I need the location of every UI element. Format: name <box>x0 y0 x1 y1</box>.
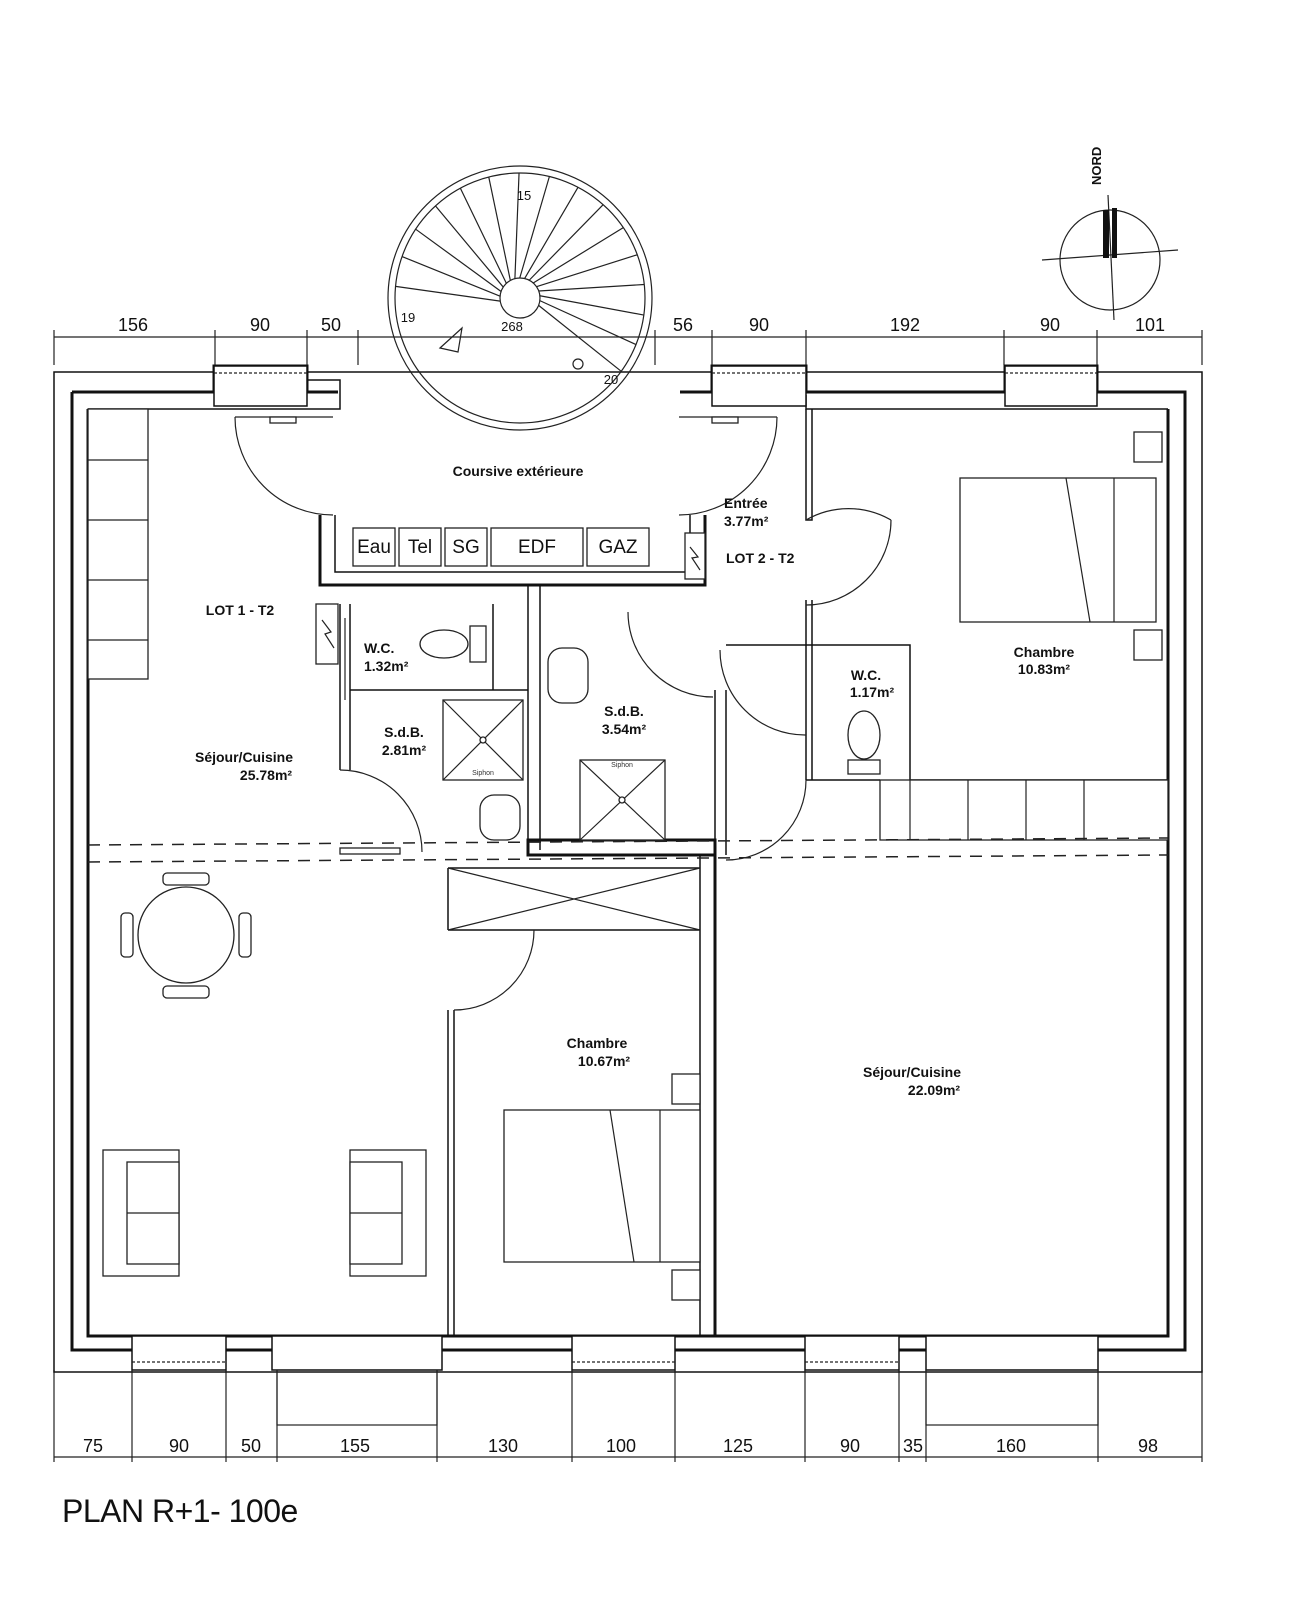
roof-slope-line <box>87 837 1169 863</box>
lot2-label: LOT 2 - T2 <box>726 550 795 566</box>
top-dim-2: 90 <box>250 315 270 335</box>
room-chambre2-area: 10.67m² <box>578 1053 630 1069</box>
interior-walls <box>339 409 1169 1336</box>
network-tel: Tel <box>408 537 432 558</box>
stair-step-line <box>488 176 511 281</box>
top-dim-1: 156 <box>118 315 148 335</box>
bottom-dim-4: 155 <box>340 1436 370 1456</box>
stair-step-line <box>415 228 502 292</box>
bottom-dim-3: 50 <box>241 1436 261 1456</box>
stair-step-label: 20 <box>604 372 618 387</box>
room-sejour1-name: Séjour/Cuisine <box>195 749 293 765</box>
stair-step-label: 15 <box>517 188 531 203</box>
room-wc1-name: W.C. <box>364 640 394 656</box>
top-dim-5: 90 <box>749 315 769 335</box>
network-edf: EDF <box>518 537 556 558</box>
room-coursive-label: Coursive extérieure <box>453 463 584 479</box>
top-dim-3: 50 <box>321 315 341 335</box>
top-dim-8: 101 <box>1135 315 1165 335</box>
coursive-area <box>234 416 778 516</box>
room-sdb2-name: S.d.B. <box>604 703 644 719</box>
stair-step-line <box>538 283 645 292</box>
bottom-dim-8: 90 <box>840 1436 860 1456</box>
room-labels: Coursive extérieure LOT 1 - T2 LOT 2 - T… <box>195 463 1075 1098</box>
stair-step-line <box>401 255 501 297</box>
bottom-dim-5: 130 <box>488 1436 518 1456</box>
room-entree-area: 3.77m² <box>724 513 769 529</box>
spiral-staircase: 15 19 268 20 <box>387 165 653 431</box>
stair-step-line <box>538 304 622 372</box>
lot1-label: LOT 1 - T2 <box>206 602 275 618</box>
bottom-dim-1: 75 <box>83 1436 103 1456</box>
room-wc1-area: 1.32m² <box>364 658 409 674</box>
bottom-dim-6: 100 <box>606 1436 636 1456</box>
utility-cabinet: Eau Tel SG EDF GAZ <box>318 515 707 587</box>
bottom-dim-7: 125 <box>723 1436 753 1456</box>
stair-step-line <box>536 254 638 288</box>
room-chambre2-name: Chambre <box>567 1035 628 1051</box>
stair-step-line <box>539 295 644 316</box>
room-chambre1-name: Chambre <box>1014 644 1075 660</box>
bottom-dim-11: 98 <box>1138 1436 1158 1456</box>
top-dim-7: 90 <box>1040 315 1060 335</box>
room-entree-name: Entrée <box>724 495 768 511</box>
stair-step-line <box>435 205 504 288</box>
network-gaz: GAZ <box>598 537 637 558</box>
stair-step-line <box>514 172 520 279</box>
bottom-dim-10: 160 <box>996 1436 1026 1456</box>
stair-step-label: 19 <box>401 310 415 325</box>
top-dim-6: 192 <box>890 315 920 335</box>
compass-label: NORD <box>1089 147 1104 185</box>
room-chambre1-area: 10.83m² <box>1018 661 1070 677</box>
network-eau: Eau <box>357 537 391 558</box>
room-sdb2-area: 3.54m² <box>602 721 647 737</box>
bottom-dimension-chain: 75 90 50 155 130 100 125 90 35 160 98 <box>53 1370 1203 1462</box>
stair-step-line <box>524 186 579 279</box>
top-dimension-chain: 156 90 50 56 90 192 90 101 <box>53 315 1203 365</box>
stair-step-line <box>395 285 501 302</box>
room-sejour2-area: 22.09m² <box>908 1082 960 1098</box>
room-wc2-area: 1.17m² <box>850 684 895 700</box>
furniture <box>87 408 1163 1301</box>
room-wc2-name: W.C. <box>851 667 881 683</box>
stair-step-line <box>519 176 550 279</box>
bottom-windows <box>131 1335 1099 1426</box>
plan-title: PLAN R+1- 100e <box>62 1493 298 1529</box>
stair-diameter-label: 268 <box>501 319 523 334</box>
stair-step-line <box>459 187 507 284</box>
siphon-tag: Siphon <box>472 770 494 777</box>
network-sg: SG <box>452 537 479 558</box>
stair-step-line <box>528 204 604 281</box>
sanitary-fixtures: Siphon Siphon <box>419 625 881 841</box>
room-sejour1-area: 25.78m² <box>240 767 292 783</box>
stair-step-line <box>539 300 637 346</box>
room-sdb1-name: S.d.B. <box>384 724 424 740</box>
stair-step-line <box>532 227 624 284</box>
siphon-tag: Siphon <box>611 762 633 769</box>
doors <box>315 508 892 1011</box>
north-arrow-icon: NORD <box>1041 147 1179 321</box>
room-sdb1-area: 2.81m² <box>382 742 427 758</box>
bottom-dim-9: 35 <box>903 1436 923 1456</box>
bottom-dim-2: 90 <box>169 1436 189 1456</box>
top-dim-4: 56 <box>673 315 693 335</box>
top-windows <box>213 365 1098 407</box>
room-sejour2-name: Séjour/Cuisine <box>863 1064 961 1080</box>
